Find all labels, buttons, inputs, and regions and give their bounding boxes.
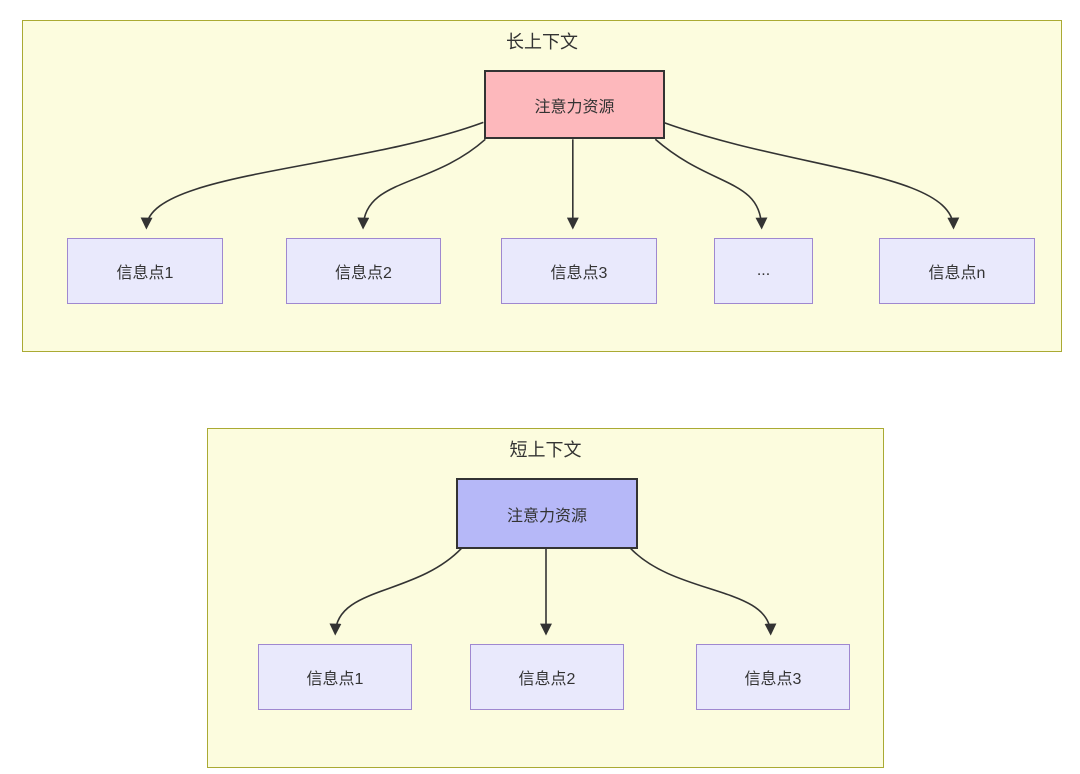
info-node-short-2-label: 信息点2 bbox=[518, 671, 576, 688]
info-node-long-1: 信息点1 bbox=[67, 238, 223, 304]
info-node-short-3: 信息点3 bbox=[696, 644, 850, 710]
info-node-short-2: 信息点2 bbox=[470, 644, 624, 710]
panel-short-context: 短上下文 注意力资源 信息点1 信息点2 信息点3 bbox=[207, 428, 884, 768]
panel-long-context-title: 长上下文 bbox=[506, 32, 578, 52]
info-node-long-ellipsis: ... bbox=[714, 238, 813, 304]
info-node-long-ellipsis-label: ... bbox=[756, 262, 771, 279]
info-node-short-1: 信息点1 bbox=[258, 644, 412, 710]
panel-long-context: 长上下文 注意力资源 信息点1 信息点2 信息点3 ... bbox=[22, 20, 1062, 352]
attention-node-short: 注意力资源 bbox=[456, 478, 638, 549]
info-node-short-3-label: 信息点3 bbox=[744, 671, 802, 688]
info-node-short-1-label: 信息点1 bbox=[306, 671, 364, 688]
panel-short-context-title: 短上下文 bbox=[509, 440, 582, 460]
edge-attention-to-info-n bbox=[662, 121, 960, 230]
edge-attention-to-info2 bbox=[357, 138, 486, 230]
edge-attention-to-info1 bbox=[140, 121, 484, 230]
info-node-long-2-label: 信息点2 bbox=[335, 265, 392, 282]
info-node-long-1-label: 信息点1 bbox=[116, 265, 174, 282]
attention-node-short-label: 注意力资源 bbox=[506, 507, 587, 525]
attention-node-long-label: 注意力资源 bbox=[534, 98, 615, 116]
info-node-long-3-label: 信息点3 bbox=[550, 265, 608, 282]
info-node-long-2: 信息点2 bbox=[286, 238, 441, 304]
info-node-long-n: 信息点n bbox=[879, 238, 1035, 304]
attention-node-long: 注意力资源 bbox=[484, 70, 665, 139]
edge-attention-to-short-info1 bbox=[329, 547, 463, 636]
edge-attention-to-info-ellipsis bbox=[654, 138, 768, 230]
info-node-long-n-label: 信息点n bbox=[928, 265, 986, 282]
edge-attention-to-short-info3 bbox=[629, 547, 777, 636]
info-node-long-3: 信息点3 bbox=[501, 238, 657, 304]
